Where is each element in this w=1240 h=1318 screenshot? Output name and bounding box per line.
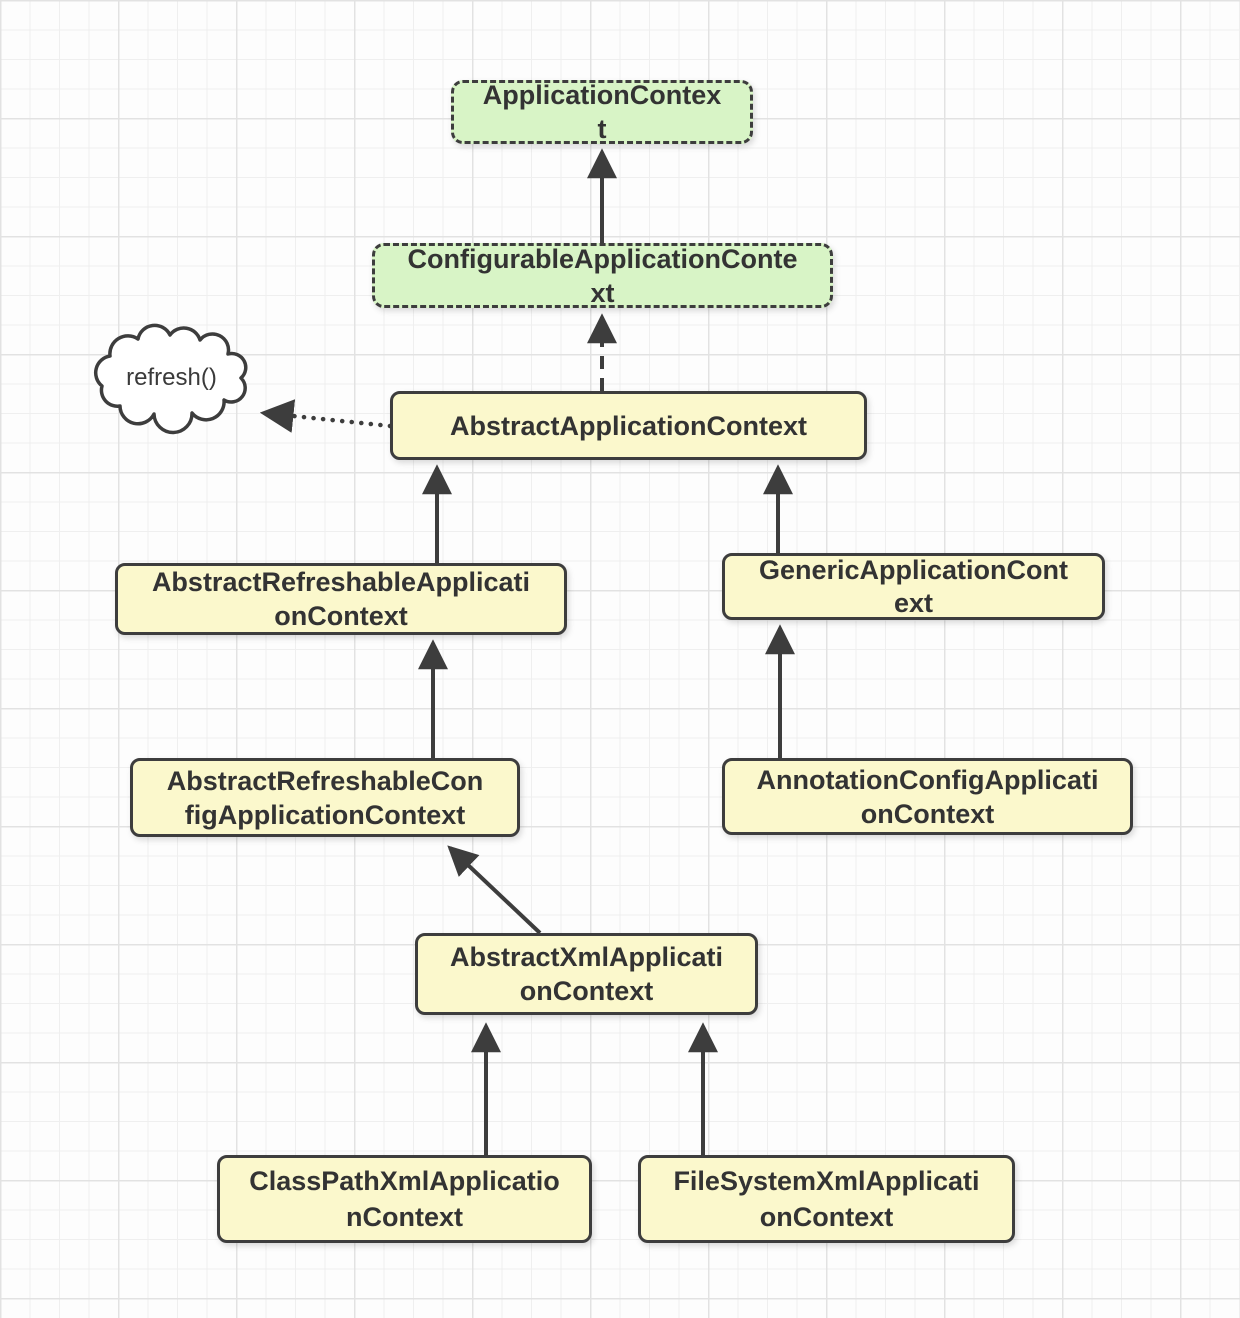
- node-label-line: nContext: [346, 1202, 463, 1232]
- node-label-line: figApplicationContext: [184, 799, 466, 830]
- node-label-line: AnnotationConfigApplicati: [756, 764, 1099, 795]
- node-label-line: AbstractRefreshableCon: [166, 765, 484, 796]
- node-label-line: FileSystemXmlApplicati: [673, 1166, 980, 1196]
- node-abstract-xml-application-context[interactable]: AbstractXmlApplicati onContext: [415, 933, 758, 1015]
- node-generic-application-context[interactable]: GenericApplicationCont ext: [722, 553, 1105, 620]
- node-label-line: AbstractRefreshableApplicati: [151, 567, 531, 597]
- node-label-line: t: [597, 114, 607, 144]
- node-label-line: ClassPathXmlApplicatio: [249, 1166, 560, 1196]
- node-label-line: ext: [893, 587, 934, 618]
- node-label-line: xt: [590, 277, 615, 308]
- node-abstract-refreshable-config-application-context[interactable]: AbstractRefreshableCon figApplicationCon…: [130, 758, 520, 837]
- node-classpath-xml-application-context[interactable]: ClassPathXmlApplicatio nContext: [217, 1155, 592, 1243]
- edge-abstractxml-to-refreshableconfig: [447, 845, 542, 935]
- node-label-line: GenericApplicationCont: [758, 554, 1069, 585]
- node-application-context[interactable]: ApplicationContex t: [451, 80, 753, 144]
- node-configurable-application-context[interactable]: ConfigurableApplicationConte xt: [372, 243, 833, 308]
- node-label-line: onContext: [519, 976, 654, 1006]
- node-label-line: AbstractXmlApplicati: [449, 942, 724, 972]
- node-label-line: onContext: [860, 798, 995, 829]
- node-filesystem-xml-application-context[interactable]: FileSystemXmlApplicati onContext: [638, 1155, 1015, 1243]
- node-abstract-application-context[interactable]: AbstractApplicationContext: [390, 391, 867, 460]
- edge-abstractapp-to-refresh-note: [259, 399, 393, 433]
- refresh-note-label: refresh(): [126, 364, 217, 391]
- node-label-line: onContext: [274, 601, 408, 631]
- node-annotation-config-application-context[interactable]: AnnotationConfigApplicati onContext: [722, 758, 1133, 835]
- node-label-line: ConfigurableApplicationConte: [407, 243, 798, 274]
- node-abstract-refreshable-application-context[interactable]: AbstractRefreshableApplicati onContext: [115, 563, 567, 635]
- node-label-line: AbstractApplicationContext: [449, 410, 808, 441]
- node-label-line: onContext: [759, 1202, 894, 1232]
- node-label-line: ApplicationContex: [482, 80, 722, 110]
- refresh-cloud-shape: [93, 323, 248, 435]
